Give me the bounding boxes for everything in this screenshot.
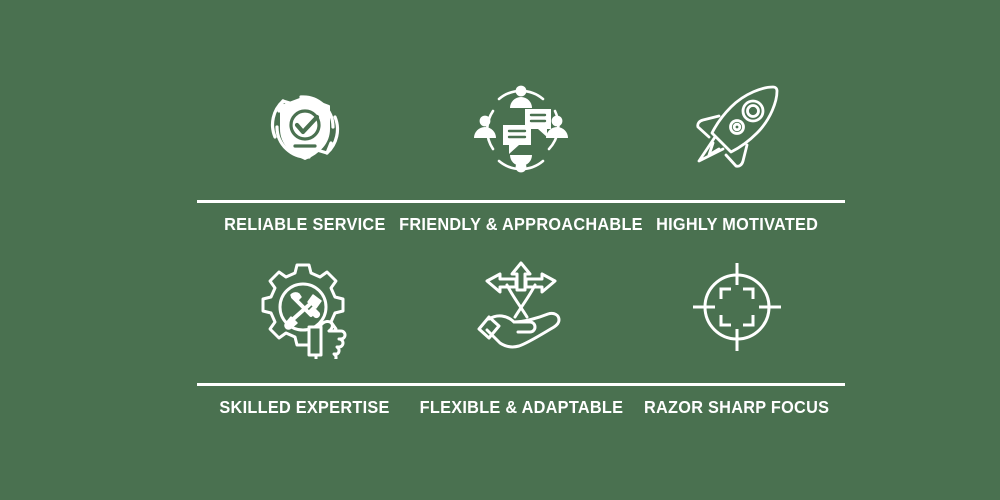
value-card-friendly-approachable[interactable] xyxy=(413,60,629,194)
icon-row-bottom xyxy=(197,240,845,374)
value-card-skilled-expertise[interactable] xyxy=(197,240,413,374)
value-label: FLEXIBLE & ADAPTABLE xyxy=(419,397,623,417)
divider-bottom xyxy=(197,383,845,386)
value-label: SKILLED EXPERTISE xyxy=(219,397,391,417)
people-chat-network-icon xyxy=(469,75,573,179)
value-card-flexible-adaptable[interactable] xyxy=(413,240,629,374)
value-card-razor-sharp-focus[interactable] xyxy=(629,240,845,374)
divider-top xyxy=(197,200,845,203)
value-label: RAZOR SHARP FOCUS xyxy=(644,397,830,417)
value-label: HIGHLY MOTIVATED xyxy=(655,214,819,234)
value-card-highly-motivated[interactable] xyxy=(629,60,845,194)
value-label: FRIENDLY & APPROACHABLE xyxy=(399,214,643,234)
value-card-reliable-service[interactable] xyxy=(197,60,413,194)
values-grid: RELIABLE SERVICE FRIENDLY & APPROACHABLE… xyxy=(197,60,845,420)
values-row-bottom: SKILLED EXPERTISE FLEXIBLE & ADAPTABLE R… xyxy=(197,240,845,420)
values-row-top: RELIABLE SERVICE FRIENDLY & APPROACHABLE… xyxy=(197,60,845,240)
label-row-top: RELIABLE SERVICE FRIENDLY & APPROACHABLE… xyxy=(197,203,845,246)
label-row-bottom: SKILLED EXPERTISE FLEXIBLE & ADAPTABLE R… xyxy=(197,386,845,429)
label-cell-razor-sharp-focus: RAZOR SHARP FOCUS xyxy=(629,397,845,418)
rocket-icon xyxy=(685,75,789,179)
hand-multi-arrow-icon xyxy=(469,255,573,359)
value-label: RELIABLE SERVICE xyxy=(224,214,386,234)
label-cell-friendly-approachable: FRIENDLY & APPROACHABLE xyxy=(399,214,642,235)
label-cell-highly-motivated: HIGHLY MOTIVATED xyxy=(629,214,845,235)
gear-tools-hand-icon xyxy=(253,255,357,359)
label-cell-reliable-service: RELIABLE SERVICE xyxy=(197,214,413,235)
crosshair-target-icon xyxy=(685,255,789,359)
shield-check-refresh-icon xyxy=(253,75,357,179)
icon-row-top xyxy=(197,60,845,194)
label-cell-skilled-expertise: SKILLED EXPERTISE xyxy=(197,397,413,418)
label-cell-flexible-adaptable: FLEXIBLE & ADAPTABLE xyxy=(413,397,629,418)
